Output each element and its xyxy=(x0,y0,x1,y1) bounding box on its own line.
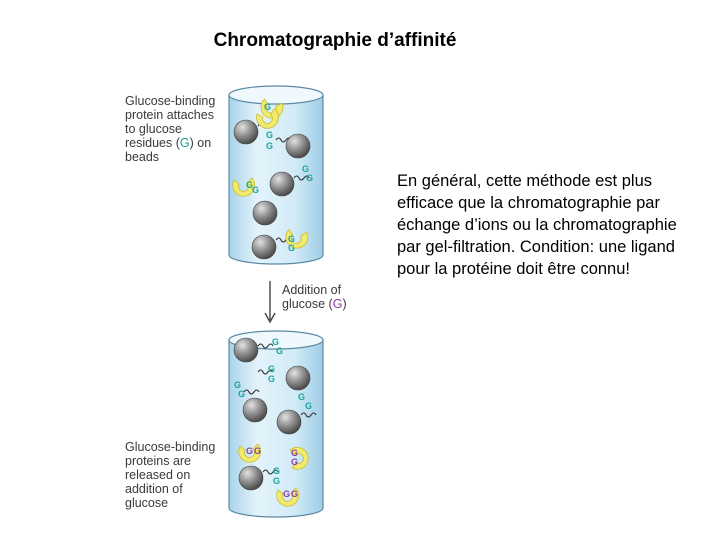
glucose-label: G xyxy=(273,466,280,476)
bead xyxy=(277,410,301,434)
glucose-label: G xyxy=(264,102,271,112)
down-arrow-icon xyxy=(265,281,275,322)
bead xyxy=(286,134,310,158)
glucose-label: G xyxy=(268,374,275,384)
glucose-label: G xyxy=(246,446,253,456)
glucose-label: G xyxy=(273,476,280,486)
glucose-label: G xyxy=(238,389,245,399)
glucose-label: G xyxy=(283,489,290,499)
glucose-label: G xyxy=(298,392,305,402)
glucose-label: G xyxy=(291,489,298,499)
glucose-label: G xyxy=(305,401,312,411)
bead xyxy=(253,201,277,225)
glucose-label: G xyxy=(266,141,273,151)
bead xyxy=(286,366,310,390)
glucose-label: G xyxy=(266,130,273,140)
bead xyxy=(243,398,267,422)
glucose-label: G xyxy=(288,243,295,253)
glucose-label: G xyxy=(306,173,313,183)
bead xyxy=(234,338,258,362)
glucose-label: G xyxy=(291,457,298,467)
bead xyxy=(252,235,276,259)
bead xyxy=(239,466,263,490)
glucose-label: G xyxy=(276,346,283,356)
bead xyxy=(270,172,294,196)
glucose-label: G xyxy=(254,446,261,456)
bead xyxy=(234,120,258,144)
glucose-label: G xyxy=(252,185,259,195)
glucose-label: G xyxy=(268,364,275,374)
